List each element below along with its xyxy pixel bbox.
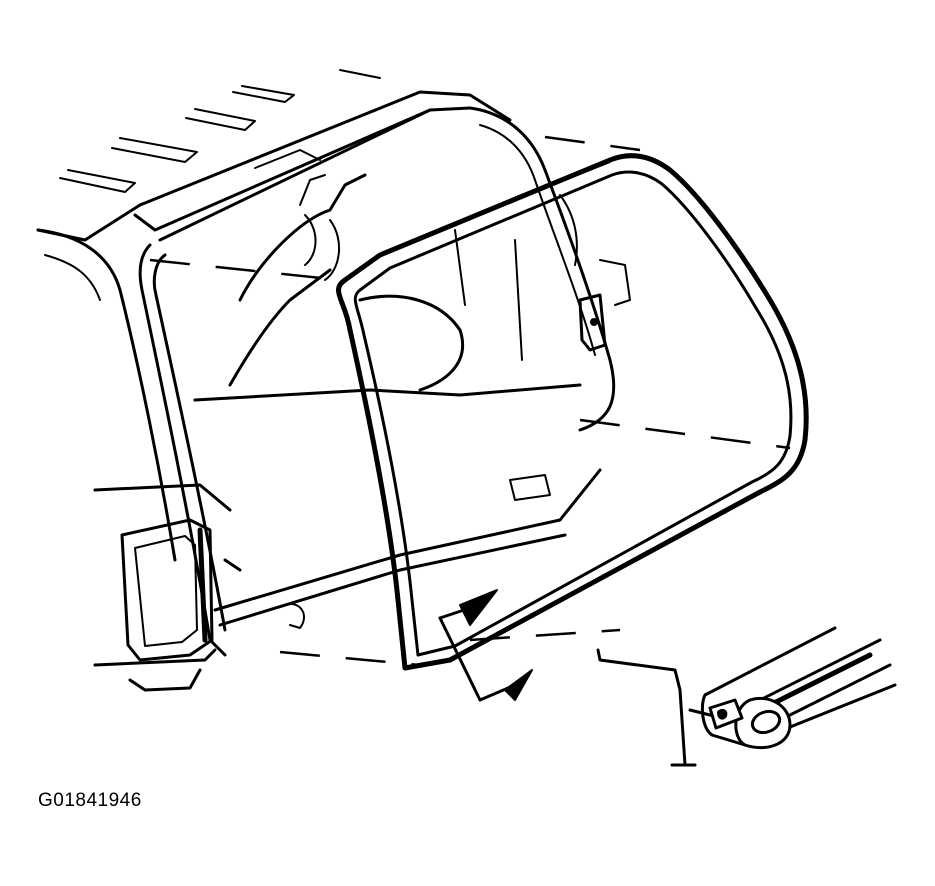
weatherstrip-seal xyxy=(336,153,809,671)
weatherstrip-cross-section xyxy=(596,626,897,767)
cargo-interior xyxy=(193,173,607,402)
roof-panel xyxy=(36,69,512,242)
body-side-panel xyxy=(36,228,232,692)
body-opening-frame xyxy=(138,106,631,657)
cargo-floor-sill xyxy=(213,468,602,629)
figure-id-label: G01841946 xyxy=(38,790,142,811)
tail-lamp xyxy=(120,518,214,662)
direction-arrows xyxy=(438,589,533,702)
